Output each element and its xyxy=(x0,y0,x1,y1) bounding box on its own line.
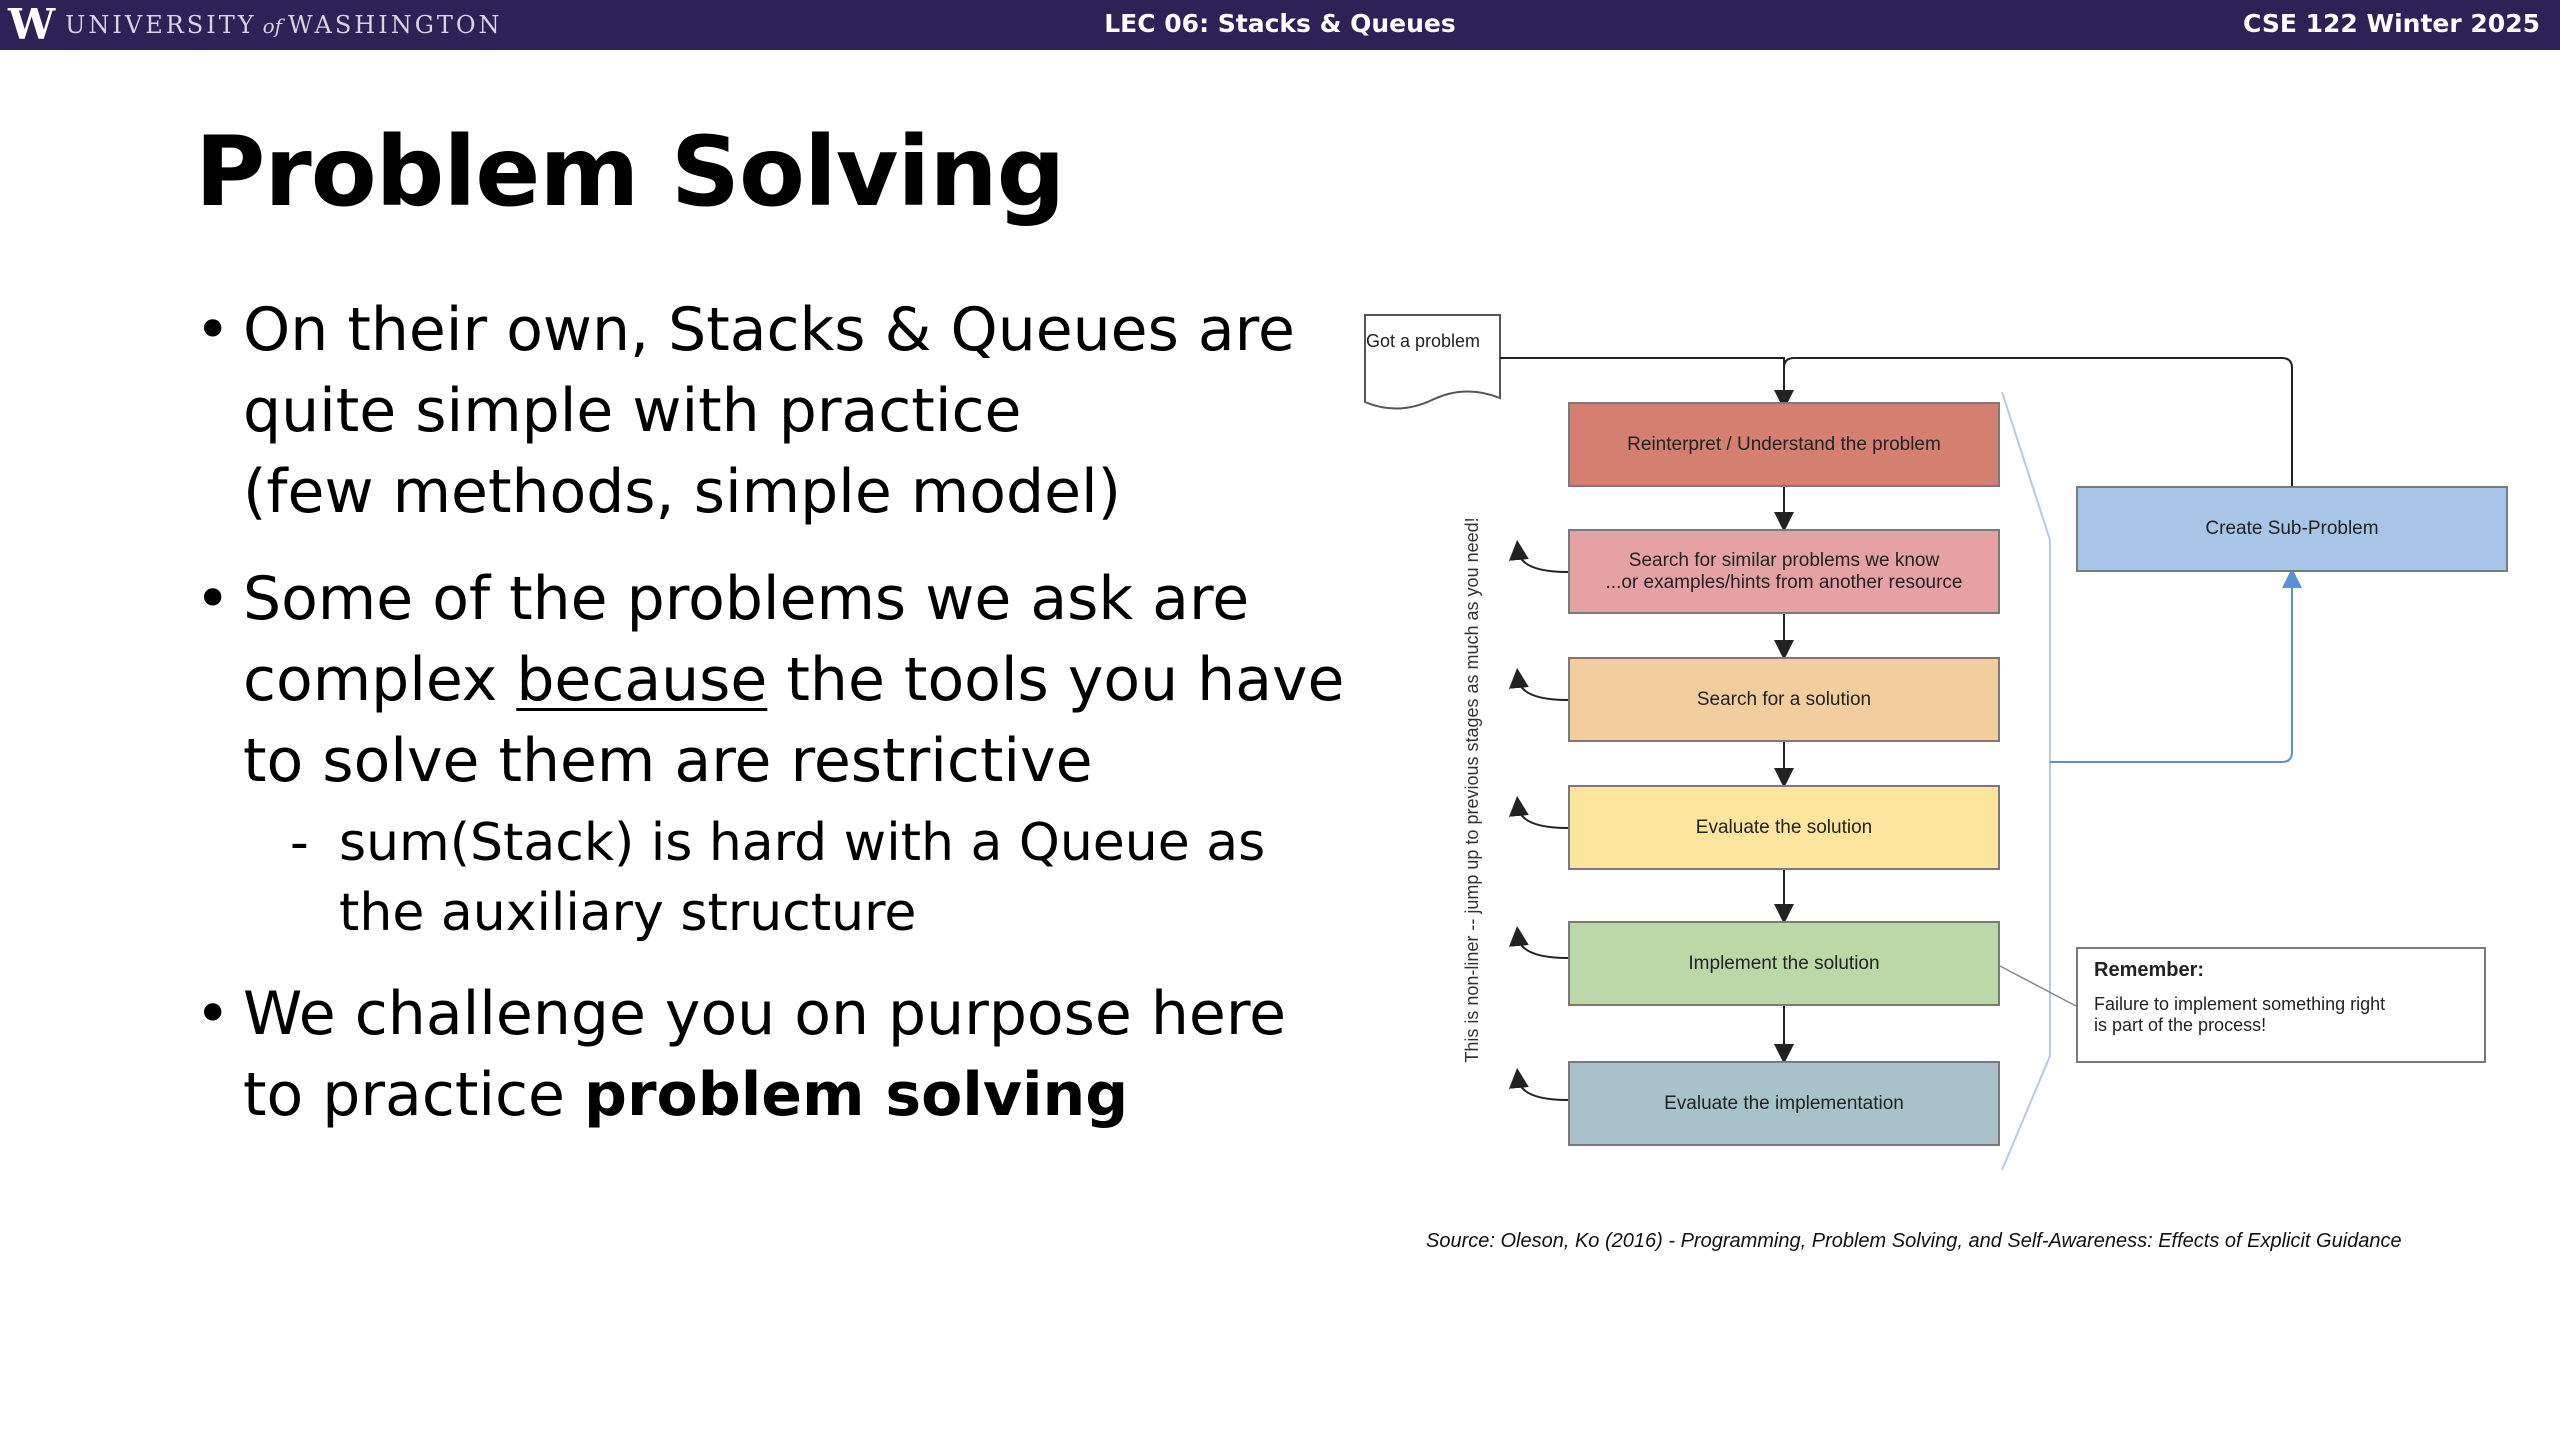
step-evaluate-solution: Evaluate the solution xyxy=(1568,785,2000,870)
got-a-problem-label: Got a problem xyxy=(1364,330,1482,352)
sub-problem-box: Create Sub-Problem xyxy=(2076,486,2508,572)
remember-line-1: Failure to implement something right xyxy=(2094,994,2386,1014)
sub-bullet: - sum(Stack) is hard with a Queue as the… xyxy=(195,808,1375,948)
step-search-solution-label: Search for a solution xyxy=(1696,688,1872,710)
step-search-similar-line-1: Search for similar problems we know xyxy=(1628,549,1940,571)
back-arrow-1 xyxy=(1508,540,1569,573)
bullet-3-bold-text: problem solving xyxy=(584,1060,1129,1130)
remember-line-2: is part of the process! xyxy=(2094,1015,2267,1035)
sub-problem-return-connector xyxy=(1783,357,2293,486)
bullet-3: • We challenge you on purpose here to pr… xyxy=(195,974,1375,1136)
sub-bullet-line-1: sum(Stack) is hard with a Queue as xyxy=(339,813,1266,873)
bullet-list: • On their own, Stacks & Queues are quit… xyxy=(195,290,1375,1162)
bullet-2-line-3: to solve them are restrictive xyxy=(243,726,1093,796)
uw-wordmark-of: of xyxy=(262,14,283,38)
sub-problem-label: Create Sub-Problem xyxy=(2205,518,2379,539)
uw-wordmark-washington: WASHINGTON xyxy=(288,11,503,39)
got-a-problem-line-2: problem xyxy=(1415,331,1481,351)
bullet-2-line-1: Some of the problems we ask are xyxy=(243,564,1250,634)
bullet-1: • On their own, Stacks & Queues are quit… xyxy=(195,290,1375,533)
bullet-2-underlined-word: because xyxy=(516,645,768,715)
step-implement: Implement the solution xyxy=(1568,921,2000,1006)
bullet-1-line-2: quite simple with practice xyxy=(243,376,1022,446)
uw-w-logo-icon: W xyxy=(8,0,56,49)
remember-note: Remember: Failure to implement something… xyxy=(2076,947,2486,1063)
lecture-title: LEC 06: Stacks & Queues xyxy=(1104,9,1456,38)
step-evaluate-implementation-label: Evaluate the implementation xyxy=(1664,1092,1904,1114)
got-a-problem-shape xyxy=(1364,314,1501,410)
back-arrow-5 xyxy=(1508,1068,1569,1101)
bullet-1-line-1: On their own, Stacks & Queues are xyxy=(243,295,1295,365)
step-evaluate-solution-label: Evaluate the solution xyxy=(1695,816,1873,838)
source-citation: Source: Oleson, Ko (2016) - Programming,… xyxy=(1426,1230,2402,1252)
bullet-2-line-2: complex because the tools you have xyxy=(243,640,1375,721)
step-search-similar: Search for similar problems we know ...o… xyxy=(1568,529,2000,614)
bullet-dot-icon: • xyxy=(195,979,231,1049)
nonlinear-side-label: This is non-liner -- jump up to previous… xyxy=(1462,517,1482,1063)
sub-bullet-dash-icon: - xyxy=(290,813,309,873)
bullet-3-line-2: to practice problem solving xyxy=(243,1055,1375,1136)
back-arrow-4 xyxy=(1508,926,1569,959)
step-evaluate-implementation: Evaluate the implementation xyxy=(1568,1061,2000,1146)
bullet-2-text-pre: complex xyxy=(243,645,517,715)
step-search-solution: Search for a solution xyxy=(1568,657,2000,742)
bullet-2: • Some of the problems we ask are comple… xyxy=(195,559,1375,802)
course-label: CSE 122 Winter 2025 xyxy=(2243,9,2540,38)
back-arrow-3 xyxy=(1508,796,1569,829)
uw-wordmark-university: UNIVERSITY xyxy=(65,11,257,39)
bullet-3-line-1: We challenge you on purpose here xyxy=(243,979,1287,1049)
problem-solving-flowchart: Got a problem Reinterpret / Understand t… xyxy=(1350,300,2530,1180)
sub-problem-connector xyxy=(2050,568,2302,763)
step-reinterpret-label: Reinterpret / Understand the problem xyxy=(1627,433,1941,455)
stage-bracket xyxy=(2001,391,2051,1171)
step-reinterpret: Reinterpret / Understand the problem xyxy=(1568,402,2000,487)
bullet-3-text-pre: to practice xyxy=(243,1060,584,1130)
bullet-1-line-3: (few methods, simple model) xyxy=(243,457,1122,527)
remember-connector xyxy=(1999,965,2077,1007)
bullet-dot-icon: • xyxy=(195,295,231,365)
bullet-2-text-post: the tools you have xyxy=(767,645,1345,715)
step-search-similar-line-2: ...or examples/hints from another resour… xyxy=(1605,571,1963,593)
got-a-problem-line-1: Got a xyxy=(1365,331,1410,351)
flowchart-connectors xyxy=(1364,314,2302,1171)
slide-title: Problem Solving xyxy=(195,116,1065,228)
step-implement-label: Implement the solution xyxy=(1688,952,1880,974)
back-arrow-2 xyxy=(1508,668,1569,701)
remember-heading: Remember: xyxy=(2094,959,2205,981)
bullet-dot-icon: • xyxy=(195,564,231,634)
sub-bullet-line-2: the auxiliary structure xyxy=(339,883,917,943)
start-connector xyxy=(1500,357,1794,410)
